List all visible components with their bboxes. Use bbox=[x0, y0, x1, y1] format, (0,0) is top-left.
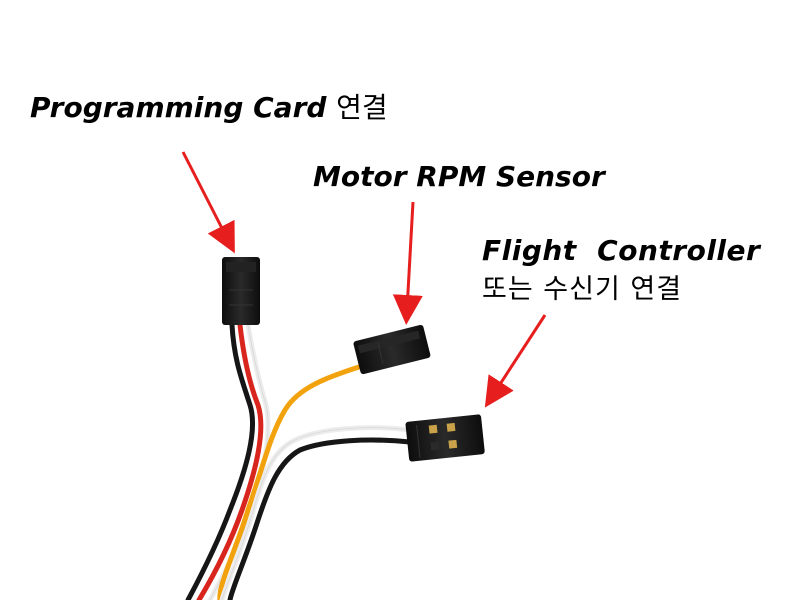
motor-rpm-sensor-label: Motor RPM Sensor bbox=[313, 160, 605, 193]
flight-controller-label-kr: 또는 수신기 연결 bbox=[482, 274, 683, 305]
programming-card-label: Programming Card 연결 bbox=[30, 94, 388, 122]
flight-controller-label: Flight Controller bbox=[482, 234, 761, 267]
programming-card-label-kr: 연결 bbox=[336, 91, 388, 124]
arrow-flight-controller bbox=[484, 314, 547, 408]
programming-card-connector bbox=[222, 257, 260, 325]
programming-card-label-en: Programming Card bbox=[30, 91, 327, 124]
arrow-programming-card bbox=[181, 151, 235, 254]
motor-rpm-connector bbox=[353, 324, 431, 375]
wire-orange bbox=[217, 363, 365, 600]
flight-controller-connector bbox=[405, 414, 485, 462]
wire-bundle-main bbox=[185, 322, 271, 600]
wire-bundle-fc bbox=[219, 425, 413, 600]
arrow-motor-rpm bbox=[392, 201, 423, 325]
